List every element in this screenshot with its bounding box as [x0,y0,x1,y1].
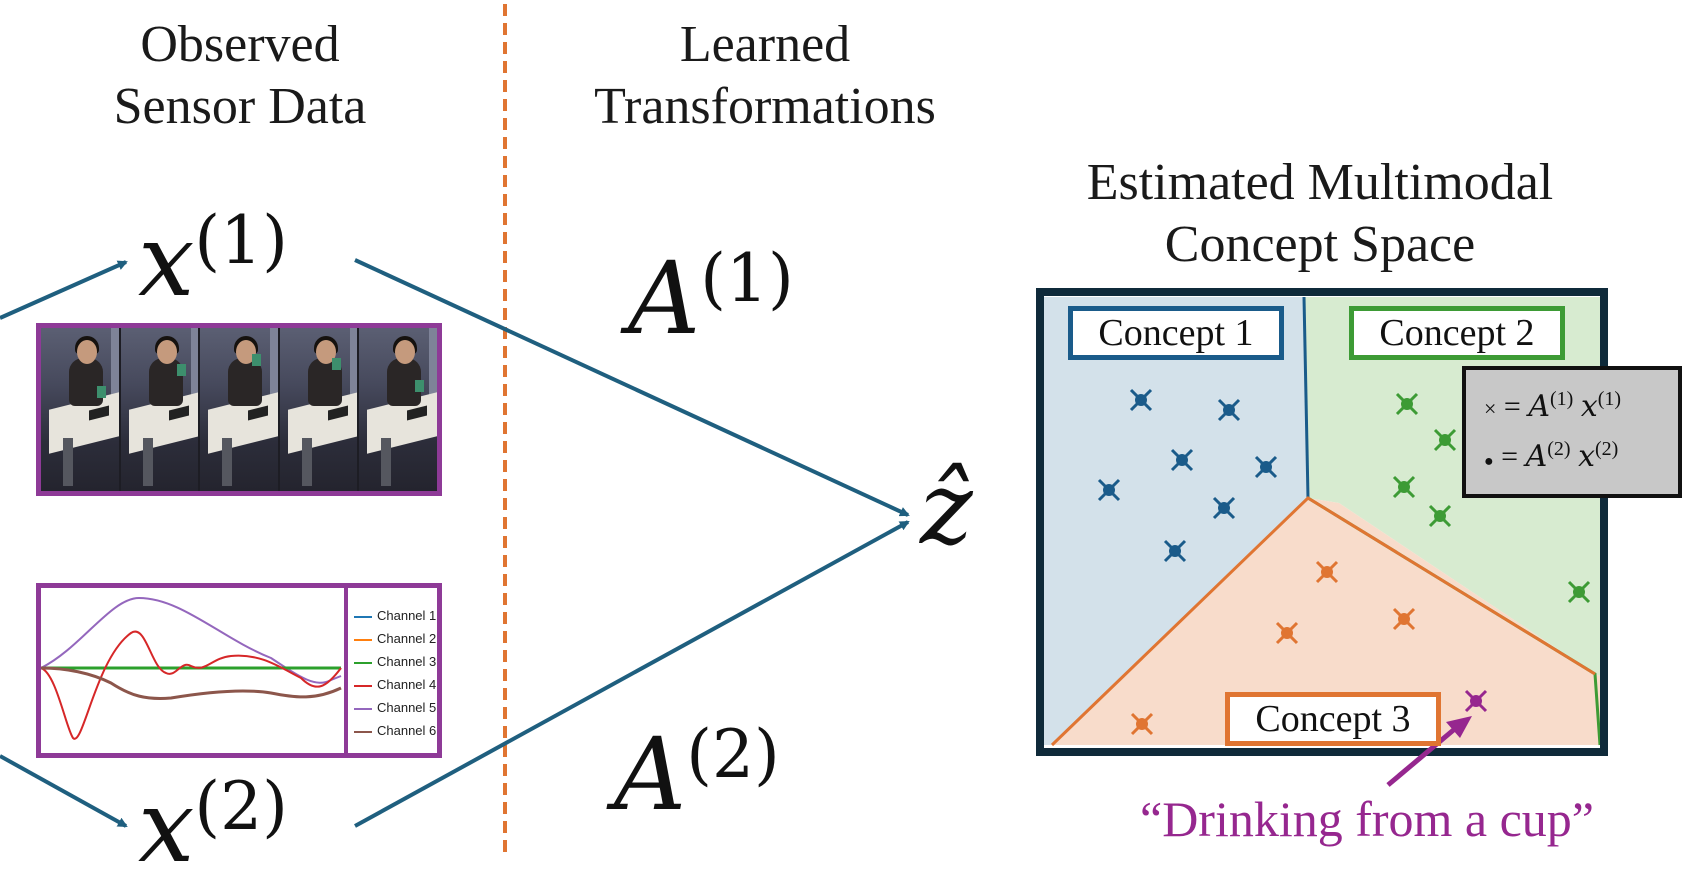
legend-label: Channel 3 [377,654,437,669]
legend-swatch [354,708,372,710]
concept-point-cross [1395,392,1419,416]
video-frame [41,328,121,491]
legend-label: Channel 1 [377,608,437,623]
concept-3-boundary [1050,496,1596,747]
concept-3-region [1052,498,1600,745]
legend-label: Channel 2 [377,631,437,646]
concept-point-cross [1163,539,1187,563]
key-row-1-a-sup: (1) [1550,388,1574,410]
observed-header: Observed Sensor Data [80,14,400,138]
a1-symbol: A(1) [628,224,794,354]
channel-5-curve [41,596,342,684]
sensor-plot: Channel 1 Channel 2 Channel 3 Channel 4 Chan… [36,583,442,758]
concept-3-label: Concept 3 [1225,692,1441,746]
x2-symbol: x(2) [138,752,288,882]
concept-1-boundary [1302,296,1310,499]
concept-space-border [1036,288,1608,756]
key-row-1-x: x [1580,389,1598,424]
caption-arrow [1386,720,1465,787]
key-row-2: ● = A(2) x(2) [1484,438,1618,474]
space-header: Estimated Multimodal Concept Space [1040,152,1600,276]
z-hat-symbol: ẑ [920,450,973,567]
marker-key: × = A(1) x(1) ● = A(2) x(2) [1462,366,1682,498]
arrow-in-x2 [0,754,128,828]
channel-6-curve [41,666,342,700]
legend-swatch [354,685,372,687]
concept-point-cross [1392,475,1416,499]
key-row-2-eq: = [1501,440,1519,473]
video-frames [36,323,442,496]
concept-point-cross [1433,428,1457,452]
legend-swatch [354,616,372,618]
concept-point-cross [1392,607,1416,631]
caption-arrowhead [1446,716,1472,738]
channel-4-curve [41,630,342,740]
concept-point-cross [1170,448,1194,472]
video-frame [279,328,360,491]
concept-point-cross [1097,478,1121,502]
video-frame [359,328,437,491]
dot-marker-icon: ● [1484,453,1494,470]
x2-base: x [138,768,195,885]
key-row-1: × = A(1) x(1) [1484,388,1621,424]
a2-superscript: (2) [686,716,780,793]
caption-text: “Drinking from a cup” [1140,791,1595,847]
learned-header: Learned Transformations [560,14,970,138]
concept-point-cross [1464,689,1488,713]
x1-symbol: x(1) [138,186,288,316]
x1-base: x [138,202,195,319]
key-row-2-a-sup: (2) [1547,438,1571,460]
arrow-x2-to-z [354,520,910,828]
observed-header-line1: Observed [140,16,340,73]
concept-1-label: Concept 1 [1068,306,1284,360]
arrow-in-x1 [0,260,128,320]
learned-header-line1: Learned [679,16,851,73]
key-row-1-a: A [1528,389,1551,424]
a1-superscript: (1) [700,240,794,317]
concept-point-cross [1567,580,1591,604]
key-row-1-x-sup: (1) [1597,388,1622,410]
concept-point-cross [1275,621,1299,645]
legend-swatch [354,731,372,733]
legend-swatch [354,662,372,664]
concept-point-cross [1315,560,1339,584]
a2-symbol: A(2) [614,700,780,830]
concept-point-cross [1130,712,1154,736]
legend-label: Channel 6 [377,723,437,738]
cross-marker-icon: × [1484,396,1497,421]
concept-2-label: Concept 2 [1349,306,1565,360]
video-frame [200,328,280,491]
legend-label: Channel 5 [377,700,437,715]
a1-base: A [628,240,701,357]
concept-point-cross [1428,504,1452,528]
concept-point-cross [1217,398,1241,422]
concept-point-cross [1212,496,1236,520]
space-header-line2: Concept Space [1164,216,1476,273]
video-frame [120,328,201,491]
learned-header-line2: Transformations [594,78,936,135]
x1-superscript: (1) [194,202,288,279]
key-row-2-a: A [1525,439,1548,474]
observed-header-line2: Sensor Data [113,78,367,135]
key-row-1-eq: = [1503,390,1521,423]
a2-base: A [614,716,687,833]
space-header-line1: Estimated Multimodal [1086,154,1554,211]
arrow-x1-to-z [354,258,910,517]
legend-label: Channel 4 [377,677,437,692]
key-row-2-x: x [1578,439,1596,474]
sensor-curves [41,588,348,753]
x2-superscript: (2) [194,768,288,845]
concept-1-region [1043,297,1308,745]
concept-point-cross [1129,388,1153,412]
legend-swatch [354,639,372,641]
concept-point-cross [1254,455,1278,479]
key-row-2-x-sup: (2) [1595,438,1619,460]
concept-points [1097,388,1591,736]
